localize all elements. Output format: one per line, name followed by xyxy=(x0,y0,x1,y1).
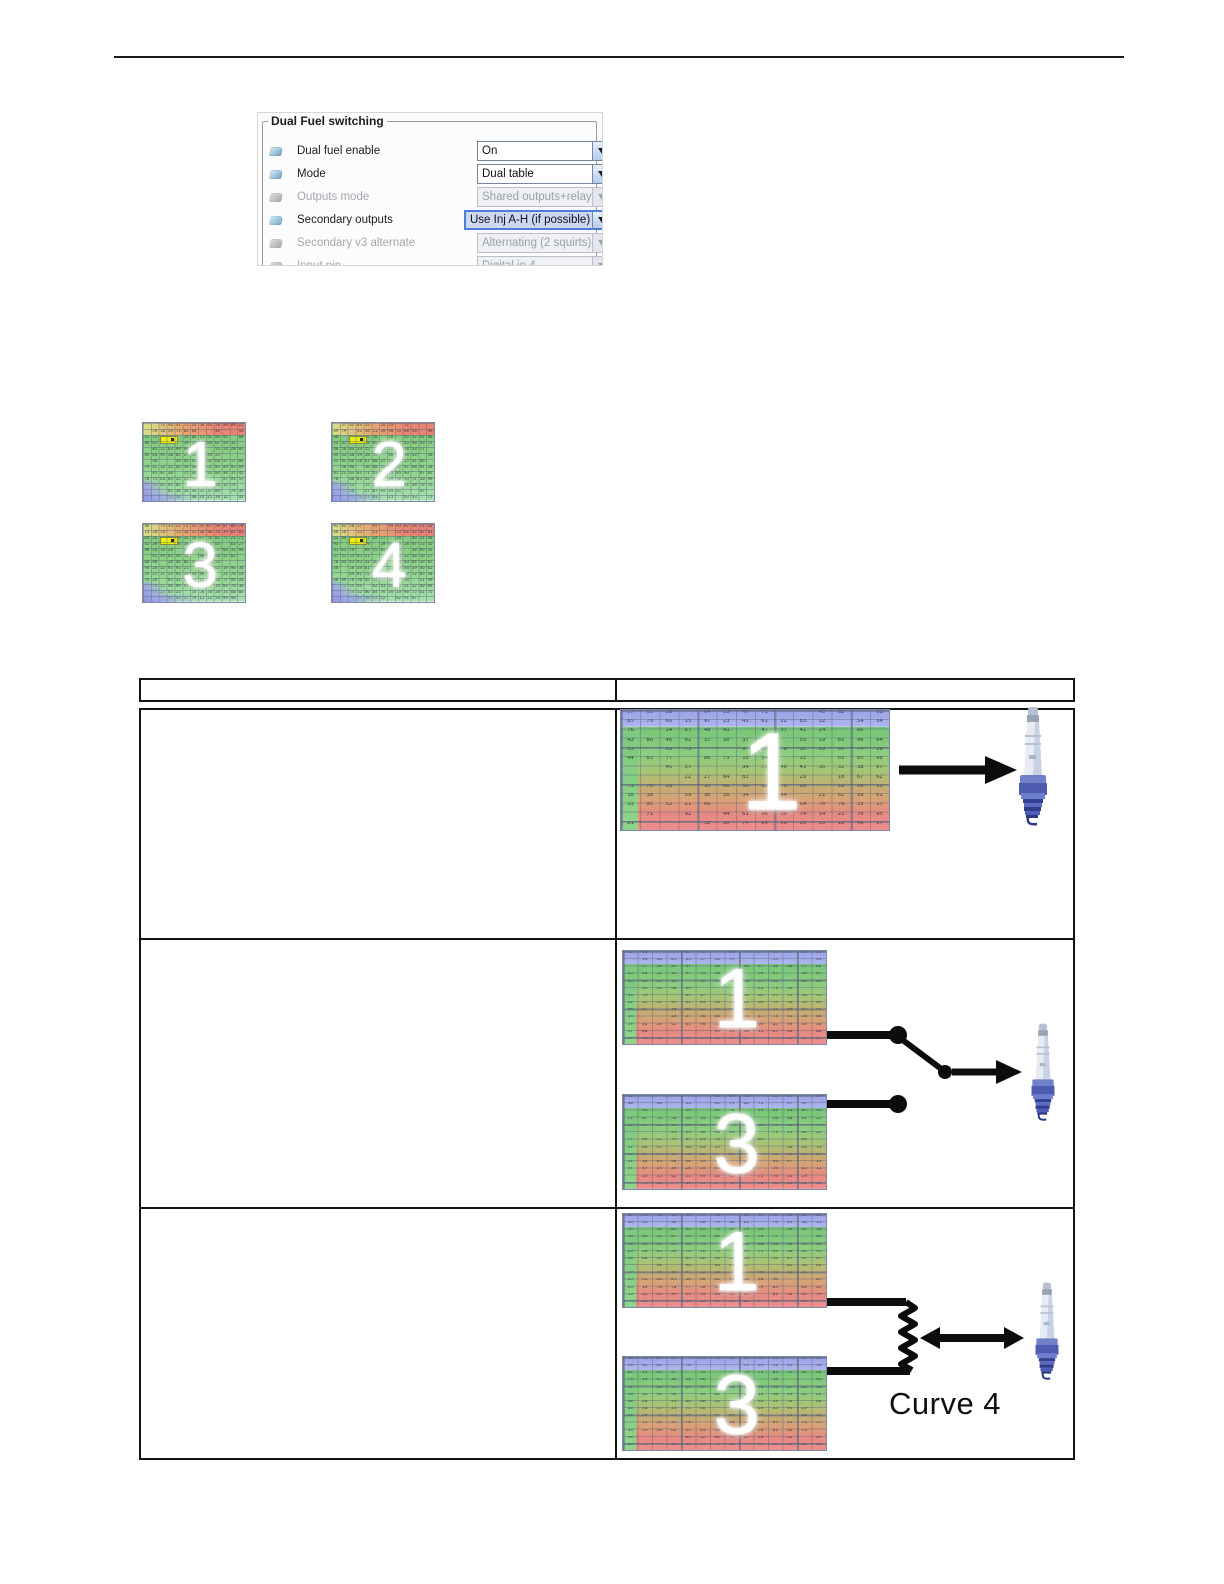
dual-fuel-switching-panel: Dual Fuel switching Dual fuel enable On … xyxy=(257,112,603,266)
spark-plug-icon xyxy=(1035,1282,1059,1380)
edit-icon xyxy=(269,215,283,225)
spark-plug-icon xyxy=(1031,1023,1055,1121)
table-numeral: 3 xyxy=(713,1357,761,1451)
table-numeral: 3 xyxy=(182,528,218,601)
edit-icon xyxy=(269,238,283,248)
table-numeral: 1 xyxy=(182,427,218,500)
dropdown-arrow-button[interactable] xyxy=(592,142,602,160)
arrow-icon xyxy=(899,756,1017,784)
chevron-down-icon xyxy=(597,171,602,177)
fuel-table-thumbnail-4: 9282501792449382247253405613235366249281… xyxy=(331,523,435,603)
table-numeral: 1 xyxy=(713,951,761,1045)
dropdown-arrow-button xyxy=(592,257,602,265)
chevron-down-icon xyxy=(597,240,602,246)
input-pin-dropdown: Digital in 4 xyxy=(477,256,602,265)
selected-cell xyxy=(349,537,368,546)
selected-cell xyxy=(160,436,179,445)
dropdown-arrow-button xyxy=(592,188,602,206)
setting-label: Outputs mode xyxy=(297,191,370,203)
selected-cell xyxy=(349,436,368,445)
secondary-outputs-dropdown[interactable]: Use Inj A-H (if possible) xyxy=(464,210,602,230)
table-numeral: 1 xyxy=(713,1214,761,1308)
chevron-down-icon xyxy=(597,217,602,223)
comparison-table-header xyxy=(139,678,1075,702)
setting-row-secondary-v3-alternate: Secondary v3 alternate Alternating (2 sq… xyxy=(268,232,602,254)
edit-icon xyxy=(269,261,283,265)
fuel-table-thumbnail-2: 3762835516297249794238213990716834994681… xyxy=(331,422,435,502)
dropdown-arrow-button xyxy=(592,234,602,252)
header-rule xyxy=(114,56,1124,58)
setting-label: Secondary outputs xyxy=(297,214,393,226)
diagram-fuel-table-1: 5763586453477145626185796615972341612283… xyxy=(620,709,890,831)
selected-cell xyxy=(160,537,179,546)
chevron-down-icon xyxy=(597,263,602,265)
mode-dropdown[interactable]: Dual table xyxy=(477,164,602,184)
table-numeral: 3 xyxy=(713,1096,761,1190)
setting-label: Dual fuel enable xyxy=(297,145,381,157)
setting-row-input-pin: Input pin Digital in 4 xyxy=(268,255,602,266)
edit-icon xyxy=(269,146,283,156)
edit-icon xyxy=(269,192,283,202)
chevron-down-icon xyxy=(597,148,602,154)
setting-label: Secondary v3 alternate xyxy=(297,237,416,249)
spark-plug-icon xyxy=(1019,707,1047,826)
setting-label: Mode xyxy=(297,168,326,180)
table-numeral: 4 xyxy=(371,528,407,601)
switch-icon xyxy=(827,1026,1022,1113)
table-numeral: 1 xyxy=(740,710,802,831)
diagram-fuel-table-1: 1694677639775799374431143625655732775543… xyxy=(622,950,827,1045)
secondary-v3-alternate-dropdown: Alternating (2 squirts) xyxy=(477,233,602,253)
fuel-table-thumbnail-1: 7246317524564358988922591659716684484352… xyxy=(142,422,246,502)
setting-row-dual-fuel-enable: Dual fuel enable On xyxy=(268,140,602,162)
dropdown-arrow-button[interactable] xyxy=(592,165,602,183)
diagram-fuel-table-3: 4650693742113018964111231942627075691129… xyxy=(622,1356,827,1451)
comparison-table-body xyxy=(139,708,1075,1460)
group-box-title: Dual Fuel switching xyxy=(268,114,387,128)
setting-label: Input pin xyxy=(297,260,342,266)
setting-row-outputs-mode: Outputs mode Shared outputs+relay xyxy=(268,186,602,208)
chevron-down-icon xyxy=(597,194,602,200)
diagram-fuel-table-1: 4841481088151048163245683314313660793663… xyxy=(622,1213,827,1308)
table-numeral: 2 xyxy=(371,427,407,500)
diagram-fuel-table-3: 4260693642654940461392754273174793249178… xyxy=(622,1094,827,1190)
dropdown-arrow-button[interactable] xyxy=(592,212,602,228)
setting-row-mode: Mode Dual table xyxy=(268,163,602,185)
outputs-mode-dropdown: Shared outputs+relay xyxy=(477,187,602,207)
curve-caption: Curve 4 xyxy=(889,1386,1002,1421)
fuel-table-thumbnail-3: 8675332172353567588788701428547316373696… xyxy=(142,523,246,603)
setting-row-secondary-outputs: Secondary outputs Use Inj A-H (if possib… xyxy=(268,209,602,231)
dual-fuel-enable-dropdown[interactable]: On xyxy=(477,141,602,161)
edit-icon xyxy=(269,169,283,179)
blend-resistor-icon xyxy=(827,1298,1024,1375)
